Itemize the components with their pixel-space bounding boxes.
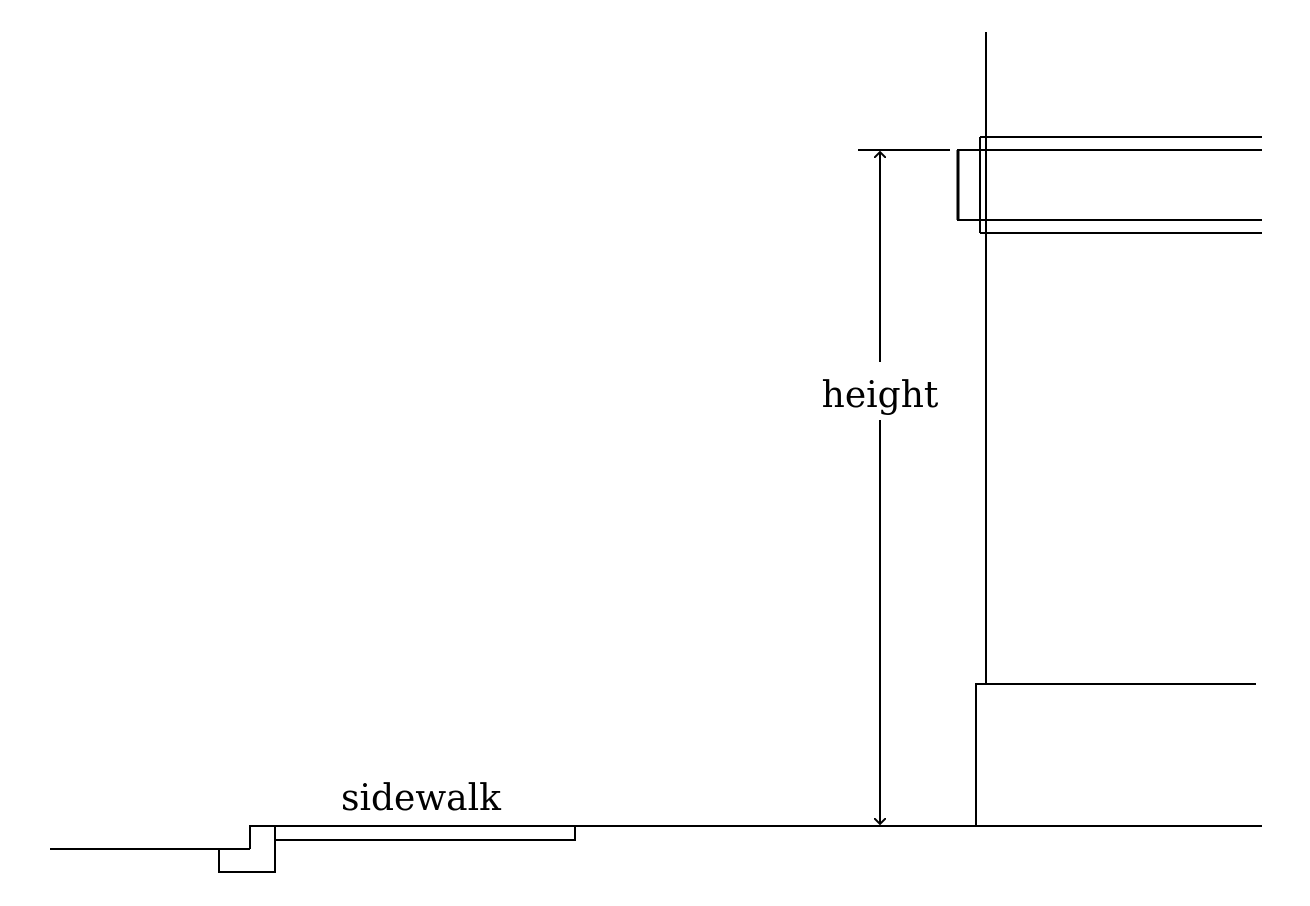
- sidewalk-slab: [275, 825, 576, 841]
- building-base: [975, 683, 1256, 826]
- curb: [218, 825, 276, 873]
- beam-bracket: [957, 149, 980, 221]
- sidewalk-label: sidewalk: [341, 778, 502, 819]
- height-label: height: [822, 375, 939, 416]
